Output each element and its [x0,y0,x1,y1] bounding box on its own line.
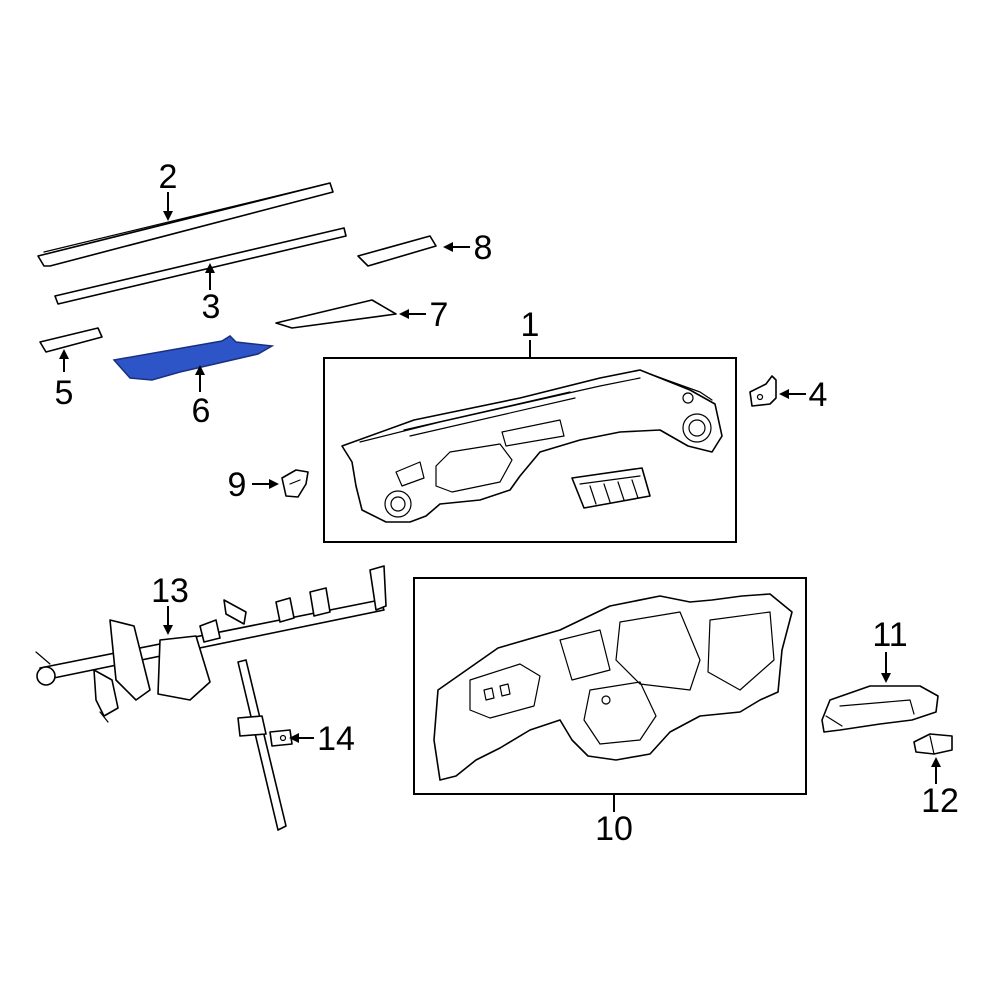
part-14-brace[interactable] [237,659,293,831]
part-2-trim-strip[interactable] [37,182,334,267]
callout-labels: 2 3 8 7 5 6 1 4 9 13 14 10 11 12 [55,158,959,848]
part-10-box [413,577,807,795]
part-13-cross-beam[interactable] [35,565,387,723]
callout-3: 3 [202,288,221,326]
part-1-instrument-panel[interactable] [341,369,723,523]
leader-lines [59,192,941,812]
callout-6: 6 [192,392,211,430]
part-3-trim-strip[interactable] [54,227,347,305]
part-10-lower-panel[interactable] [433,593,793,781]
part-7-panel[interactable] [275,299,397,329]
callout-4: 4 [809,376,828,414]
part-11-bracket[interactable] [821,685,939,733]
callout-12: 12 [921,782,959,820]
callout-10: 10 [595,810,633,848]
callout-5: 5 [55,374,74,412]
part-8-panel[interactable] [357,235,437,267]
part-4-bracket[interactable] [749,375,777,407]
callout-8: 8 [474,229,493,267]
callout-1: 1 [521,306,540,344]
callout-13: 13 [151,572,189,610]
callout-14: 14 [317,720,355,758]
callout-2: 2 [159,158,178,196]
part-12-clip[interactable] [913,733,953,755]
callout-7: 7 [430,296,449,334]
callout-9: 9 [228,466,247,504]
center-air-vent[interactable] [571,467,651,509]
part-6-cover-panel[interactable] [112,335,275,381]
callout-11: 11 [872,616,907,654]
part-9-bracket[interactable] [281,469,309,498]
part-5-strip[interactable] [39,327,103,353]
